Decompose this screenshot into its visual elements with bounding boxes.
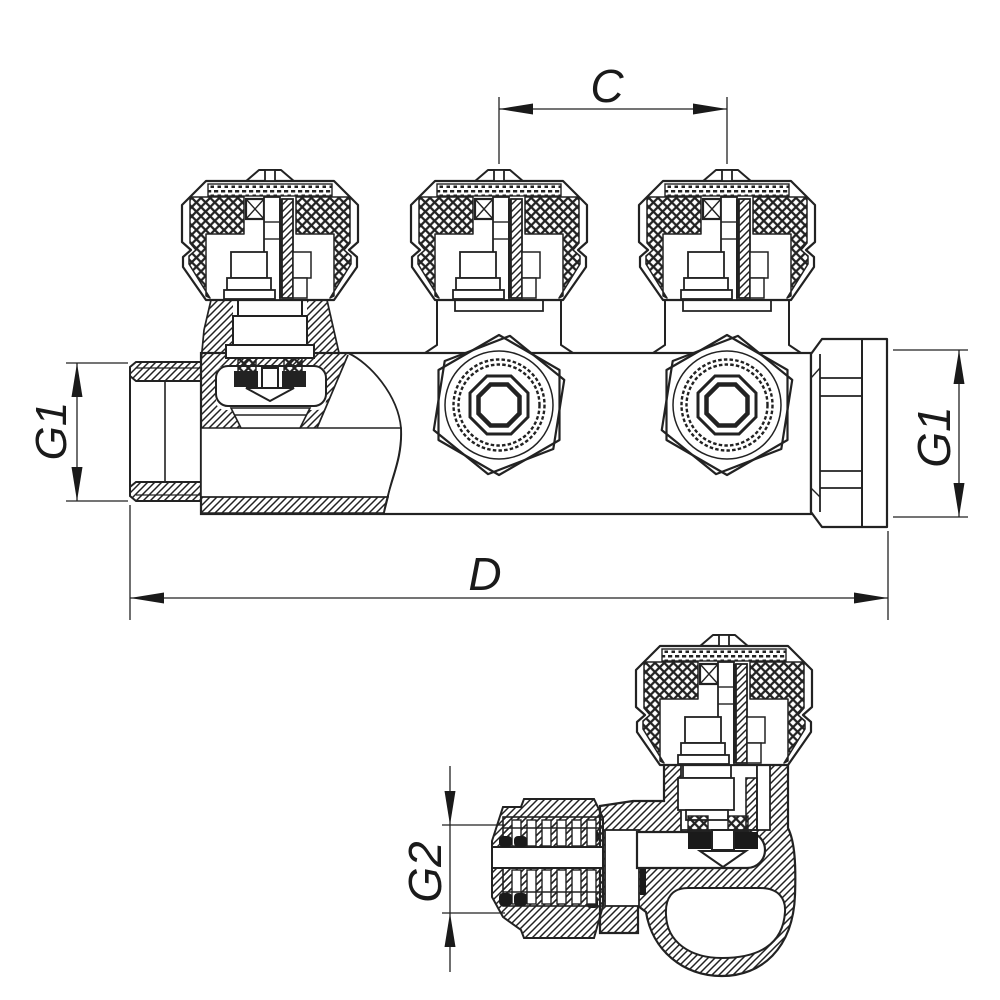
svg-text:D: D [468,548,501,600]
svg-text:G1: G1 [908,406,960,467]
svg-text:G2: G2 [399,841,451,902]
svg-text:C: C [590,60,624,112]
svg-text:G1: G1 [27,402,76,461]
